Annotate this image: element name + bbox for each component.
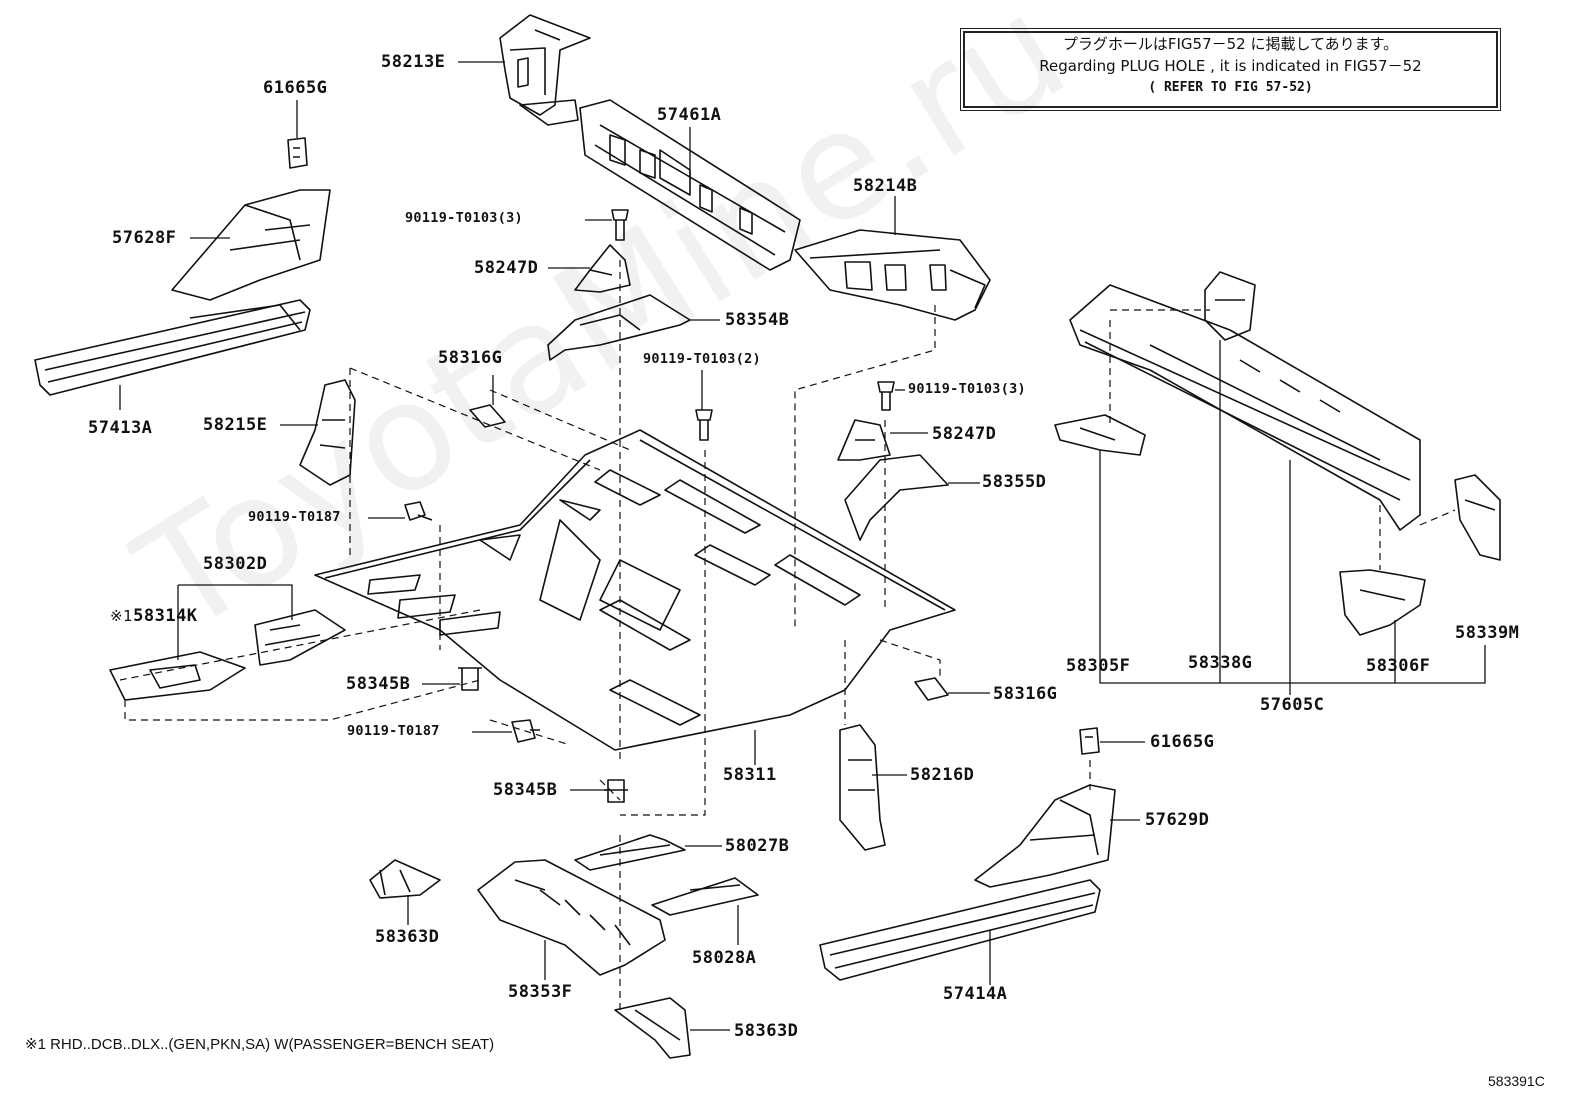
note-line-japanese: プラグホールはFIG57－52 に掲載してあります。 bbox=[1062, 35, 1399, 53]
part-58314K bbox=[109, 651, 246, 701]
part-58305F bbox=[1054, 414, 1146, 456]
label-58305F: 58305F bbox=[1066, 656, 1131, 676]
part-58316G-top bbox=[469, 404, 506, 428]
part-58215E bbox=[299, 379, 356, 486]
label-90119-T0187-bottom: 90119-T0187 bbox=[347, 723, 440, 739]
part-58338G bbox=[1204, 271, 1256, 341]
label-58213E: 58213E bbox=[381, 52, 446, 72]
label-90119-T0103-2: 90119-T0103(2) bbox=[643, 351, 761, 367]
part-58247D-left bbox=[574, 244, 631, 293]
label-57461A: 57461A bbox=[657, 105, 722, 125]
label-58354B: 58354B bbox=[725, 310, 790, 330]
label-58316G-top: 58316G bbox=[438, 348, 503, 368]
label-58314K-mark: ※158314K bbox=[110, 608, 198, 625]
label-61665G-left: 61665G bbox=[263, 78, 328, 98]
label-57414A: 57414A bbox=[943, 984, 1008, 1004]
part-58363D-left bbox=[369, 859, 441, 899]
plug-hole-note: プラグホールはFIG57－52 に掲載してあります。 Regarding PLU… bbox=[960, 28, 1501, 111]
label-58311: 58311 bbox=[723, 765, 777, 785]
part-58216D bbox=[839, 724, 886, 851]
part-58311-floor-pan bbox=[314, 429, 956, 751]
label-90119-T0187-top: 90119-T0187 bbox=[248, 509, 341, 525]
label-58338G: 58338G bbox=[1188, 653, 1253, 673]
part-61665G-right bbox=[1079, 727, 1100, 755]
label-58302D: 58302D bbox=[203, 554, 268, 574]
label-58215E: 58215E bbox=[203, 415, 268, 435]
label-58216D: 58216D bbox=[910, 765, 975, 785]
part-57605C bbox=[1069, 284, 1421, 531]
diagram-id: 583391C bbox=[1488, 1073, 1545, 1089]
part-58345B-top bbox=[458, 667, 482, 691]
label-57605C: 57605C bbox=[1260, 695, 1325, 715]
bolt-90119-T0187-bottom bbox=[511, 719, 540, 743]
label-90119-T0103-3-top: 90119-T0103(3) bbox=[405, 210, 523, 226]
label-58345B-bottom: 58345B bbox=[493, 780, 558, 800]
label-57628F: 57628F bbox=[112, 228, 177, 248]
part-58213E bbox=[499, 14, 591, 126]
bolt-90119-T0103-right bbox=[877, 381, 895, 411]
label-58353F: 58353F bbox=[508, 982, 573, 1002]
label-58316G-bottom: 58316G bbox=[993, 684, 1058, 704]
part-58306F bbox=[1339, 569, 1426, 636]
part-58339M bbox=[1454, 474, 1501, 561]
part-58353F bbox=[477, 859, 666, 976]
part-58345B-bottom bbox=[604, 779, 628, 803]
bolt-90119-T0187-top bbox=[404, 501, 433, 521]
part-58028A bbox=[651, 877, 759, 916]
label-58345B-top: 58345B bbox=[346, 674, 411, 694]
label-58314K: 58314K bbox=[133, 606, 198, 626]
part-57414A bbox=[819, 879, 1101, 981]
label-90119-T0103-3-right: 90119-T0103(3) bbox=[908, 381, 1026, 397]
bolt-90119-T0103-mid bbox=[695, 409, 713, 441]
label-58306F: 58306F bbox=[1366, 656, 1431, 676]
label-58363D-left: 58363D bbox=[375, 927, 440, 947]
note-reference: ( REFER TO FIG 57-52) bbox=[1148, 80, 1313, 95]
footnote: ※1 RHD..DCB..DLX..(GEN,PKN,SA) W(PASSENG… bbox=[25, 1036, 495, 1053]
bolt-90119-T0103-top bbox=[611, 209, 629, 241]
part-58247D-right bbox=[837, 419, 891, 461]
part-57461A bbox=[579, 99, 801, 271]
label-57413A: 57413A bbox=[88, 418, 153, 438]
part-58214B bbox=[794, 229, 991, 321]
part-58316G-bottom bbox=[914, 677, 949, 701]
part-58302D bbox=[254, 609, 346, 666]
label-58214B: 58214B bbox=[853, 176, 918, 196]
label-61665G-right: 61665G bbox=[1150, 732, 1215, 752]
label-58028A: 58028A bbox=[692, 948, 757, 968]
label-58339M: 58339M bbox=[1455, 623, 1520, 643]
note-line-english: Regarding PLUG HOLE , it is indicated in… bbox=[1039, 57, 1422, 75]
label-58247D-right: 58247D bbox=[932, 424, 997, 444]
footnote-mark: ※1 bbox=[110, 607, 134, 625]
part-57413A bbox=[34, 299, 311, 396]
label-58363D-bottom: 58363D bbox=[734, 1021, 799, 1041]
part-58355D bbox=[844, 454, 949, 541]
part-58027B bbox=[574, 834, 686, 871]
label-58027B: 58027B bbox=[725, 836, 790, 856]
part-61665G-left bbox=[287, 137, 308, 169]
part-57629D bbox=[974, 784, 1116, 888]
label-58247D-left: 58247D bbox=[474, 258, 539, 278]
part-58363D-bottom bbox=[614, 997, 691, 1059]
part-57628F bbox=[171, 189, 331, 301]
label-57629D: 57629D bbox=[1145, 810, 1210, 830]
label-58355D: 58355D bbox=[982, 472, 1047, 492]
